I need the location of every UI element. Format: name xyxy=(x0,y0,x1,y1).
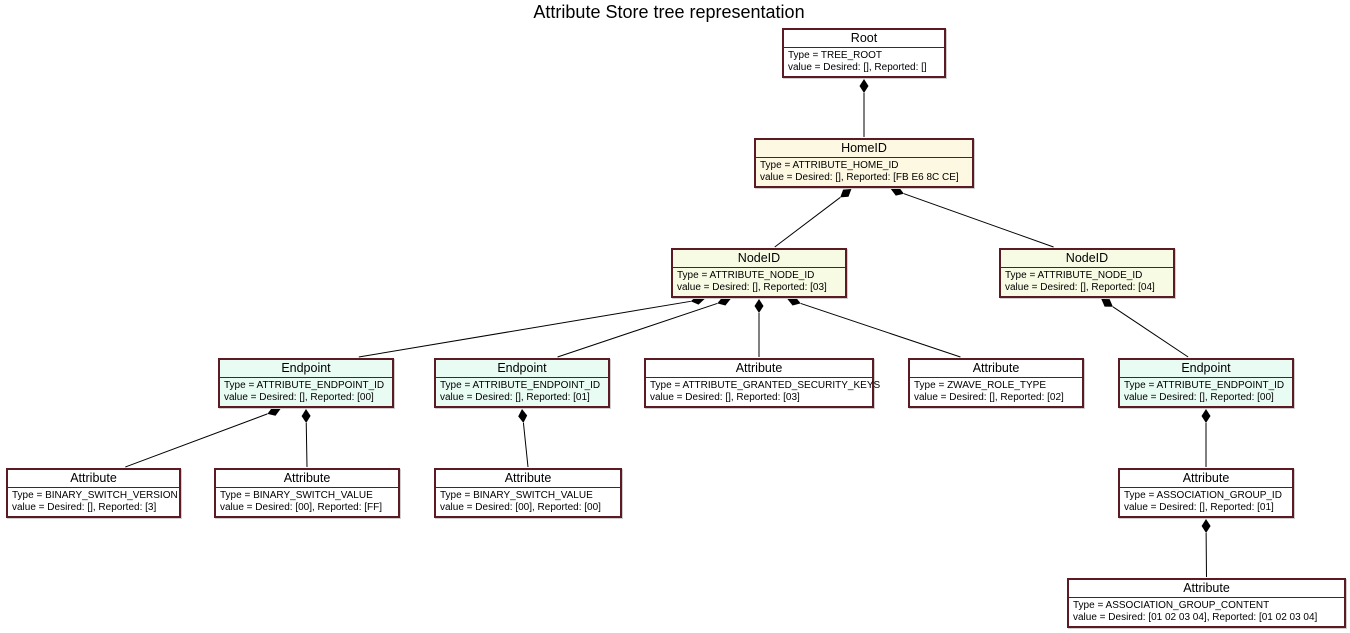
diamond-ep4_0-agid xyxy=(1201,409,1211,423)
node-value: value = Desired: [], Reported: [] xyxy=(788,61,927,73)
diamond-node3-sec_keys xyxy=(754,299,764,313)
diamond-home-node4 xyxy=(890,187,904,196)
node-value: value = Desired: [], Reported: [01] xyxy=(440,391,590,403)
diamond-ep3_1-bsval1 xyxy=(518,409,528,423)
node-title: Endpoint xyxy=(436,360,608,378)
node-type: Type = ASSOCIATION_GROUP_CONTENT xyxy=(1073,600,1270,611)
node-type: Type = TREE_ROOT xyxy=(788,50,883,61)
node-type: Type = ZWAVE_ROLE_TYPE xyxy=(914,380,1046,391)
node-value: value = Desired: [], Reported: [00] xyxy=(1124,391,1274,403)
edge-node3-ep3_1 xyxy=(557,302,718,358)
edge-node3-role xyxy=(800,302,961,358)
diamond-agid-agc xyxy=(1201,519,1211,533)
edge-ep3_0-bsv xyxy=(125,413,268,468)
diamond-node3-role xyxy=(787,297,801,306)
node-type: Type = ASSOCIATION_GROUP_ID xyxy=(1124,490,1282,501)
diamond-node4-ep4_0 xyxy=(1101,299,1113,307)
node-title: Attribute xyxy=(216,470,398,488)
node-title: Attribute xyxy=(646,360,872,378)
node-type: Type = ATTRIBUTE_ENDPOINT_ID xyxy=(440,380,601,391)
node-title: NodeID xyxy=(673,250,845,268)
node-title: Endpoint xyxy=(1120,360,1292,378)
node-type: Type = ATTRIBUTE_GRANTED_SECURITY_KEYS xyxy=(650,380,881,391)
node-title: Root xyxy=(784,30,944,48)
node-title: Endpoint xyxy=(220,360,392,378)
edge-home-node4 xyxy=(903,193,1054,248)
node-value: value = Desired: [], Reported: [02] xyxy=(914,391,1064,403)
node-type: Type = ATTRIBUTE_HOME_ID xyxy=(760,160,899,171)
node-value: value = Desired: [], Reported: [03] xyxy=(650,391,800,403)
diamond-root-home xyxy=(859,79,869,93)
edge-node3-ep3_0 xyxy=(358,300,691,358)
diamond-ep3_0-bsv xyxy=(267,407,281,416)
node-attribute-security-keys: Attribute Type = ATTRIBUTE_GRANTED_SECUR… xyxy=(644,358,881,408)
edge-ep3_1-bsval1 xyxy=(522,422,529,468)
node-title: NodeID xyxy=(1001,250,1173,268)
diagram-title: Attribute Store tree representation xyxy=(533,2,805,22)
edge-ep3_0-bsval0 xyxy=(305,422,308,468)
node-value: value = Desired: [], Reported: [03] xyxy=(677,281,827,293)
node-value: value = Desired: [01 02 03 04], Reported… xyxy=(1073,611,1318,623)
node-value: value = Desired: [], Reported: [FB E6 8C… xyxy=(760,171,959,183)
node-type: Type = BINARY_SWITCH_VERSION xyxy=(12,490,178,501)
node-title: Attribute xyxy=(910,360,1082,378)
node-value: value = Desired: [00], Reported: [00] xyxy=(440,501,601,513)
node-value: value = Desired: [00], Reported: [FF] xyxy=(220,501,383,513)
diamond-node3-ep3_1 xyxy=(717,297,731,306)
node-type: Type = ATTRIBUTE_ENDPOINT_ID xyxy=(1124,380,1285,391)
node-title: Attribute xyxy=(436,470,620,488)
node-type: Type = ATTRIBUTE_NODE_ID xyxy=(1005,270,1143,281)
node-title: Attribute xyxy=(8,470,179,488)
diamond-ep3_0-bsval0 xyxy=(301,409,311,423)
node-value: value = Desired: [], Reported: [01] xyxy=(1124,501,1274,513)
node-value: value = Desired: [], Reported: [3] xyxy=(12,501,157,513)
diamond-home-node3 xyxy=(840,189,852,198)
node-title: Attribute xyxy=(1069,580,1344,598)
edge-home-node3 xyxy=(774,197,841,248)
node-title: HomeID xyxy=(756,140,972,158)
node-type: Type = BINARY_SWITCH_VALUE xyxy=(220,490,373,501)
edge-node4-ep4_0 xyxy=(1112,306,1189,358)
node-title: Attribute xyxy=(1120,470,1292,488)
node-attribute-association-group-content: Attribute Type = ASSOCIATION_GROUP_CONTE… xyxy=(1067,578,1346,628)
node-value: value = Desired: [], Reported: [04] xyxy=(1005,281,1155,293)
node-type: Type = ATTRIBUTE_NODE_ID xyxy=(677,270,815,281)
node-type: Type = BINARY_SWITCH_VALUE xyxy=(440,490,593,501)
node-value: value = Desired: [], Reported: [00] xyxy=(224,391,374,403)
node-type: Type = ATTRIBUTE_ENDPOINT_ID xyxy=(224,380,385,391)
